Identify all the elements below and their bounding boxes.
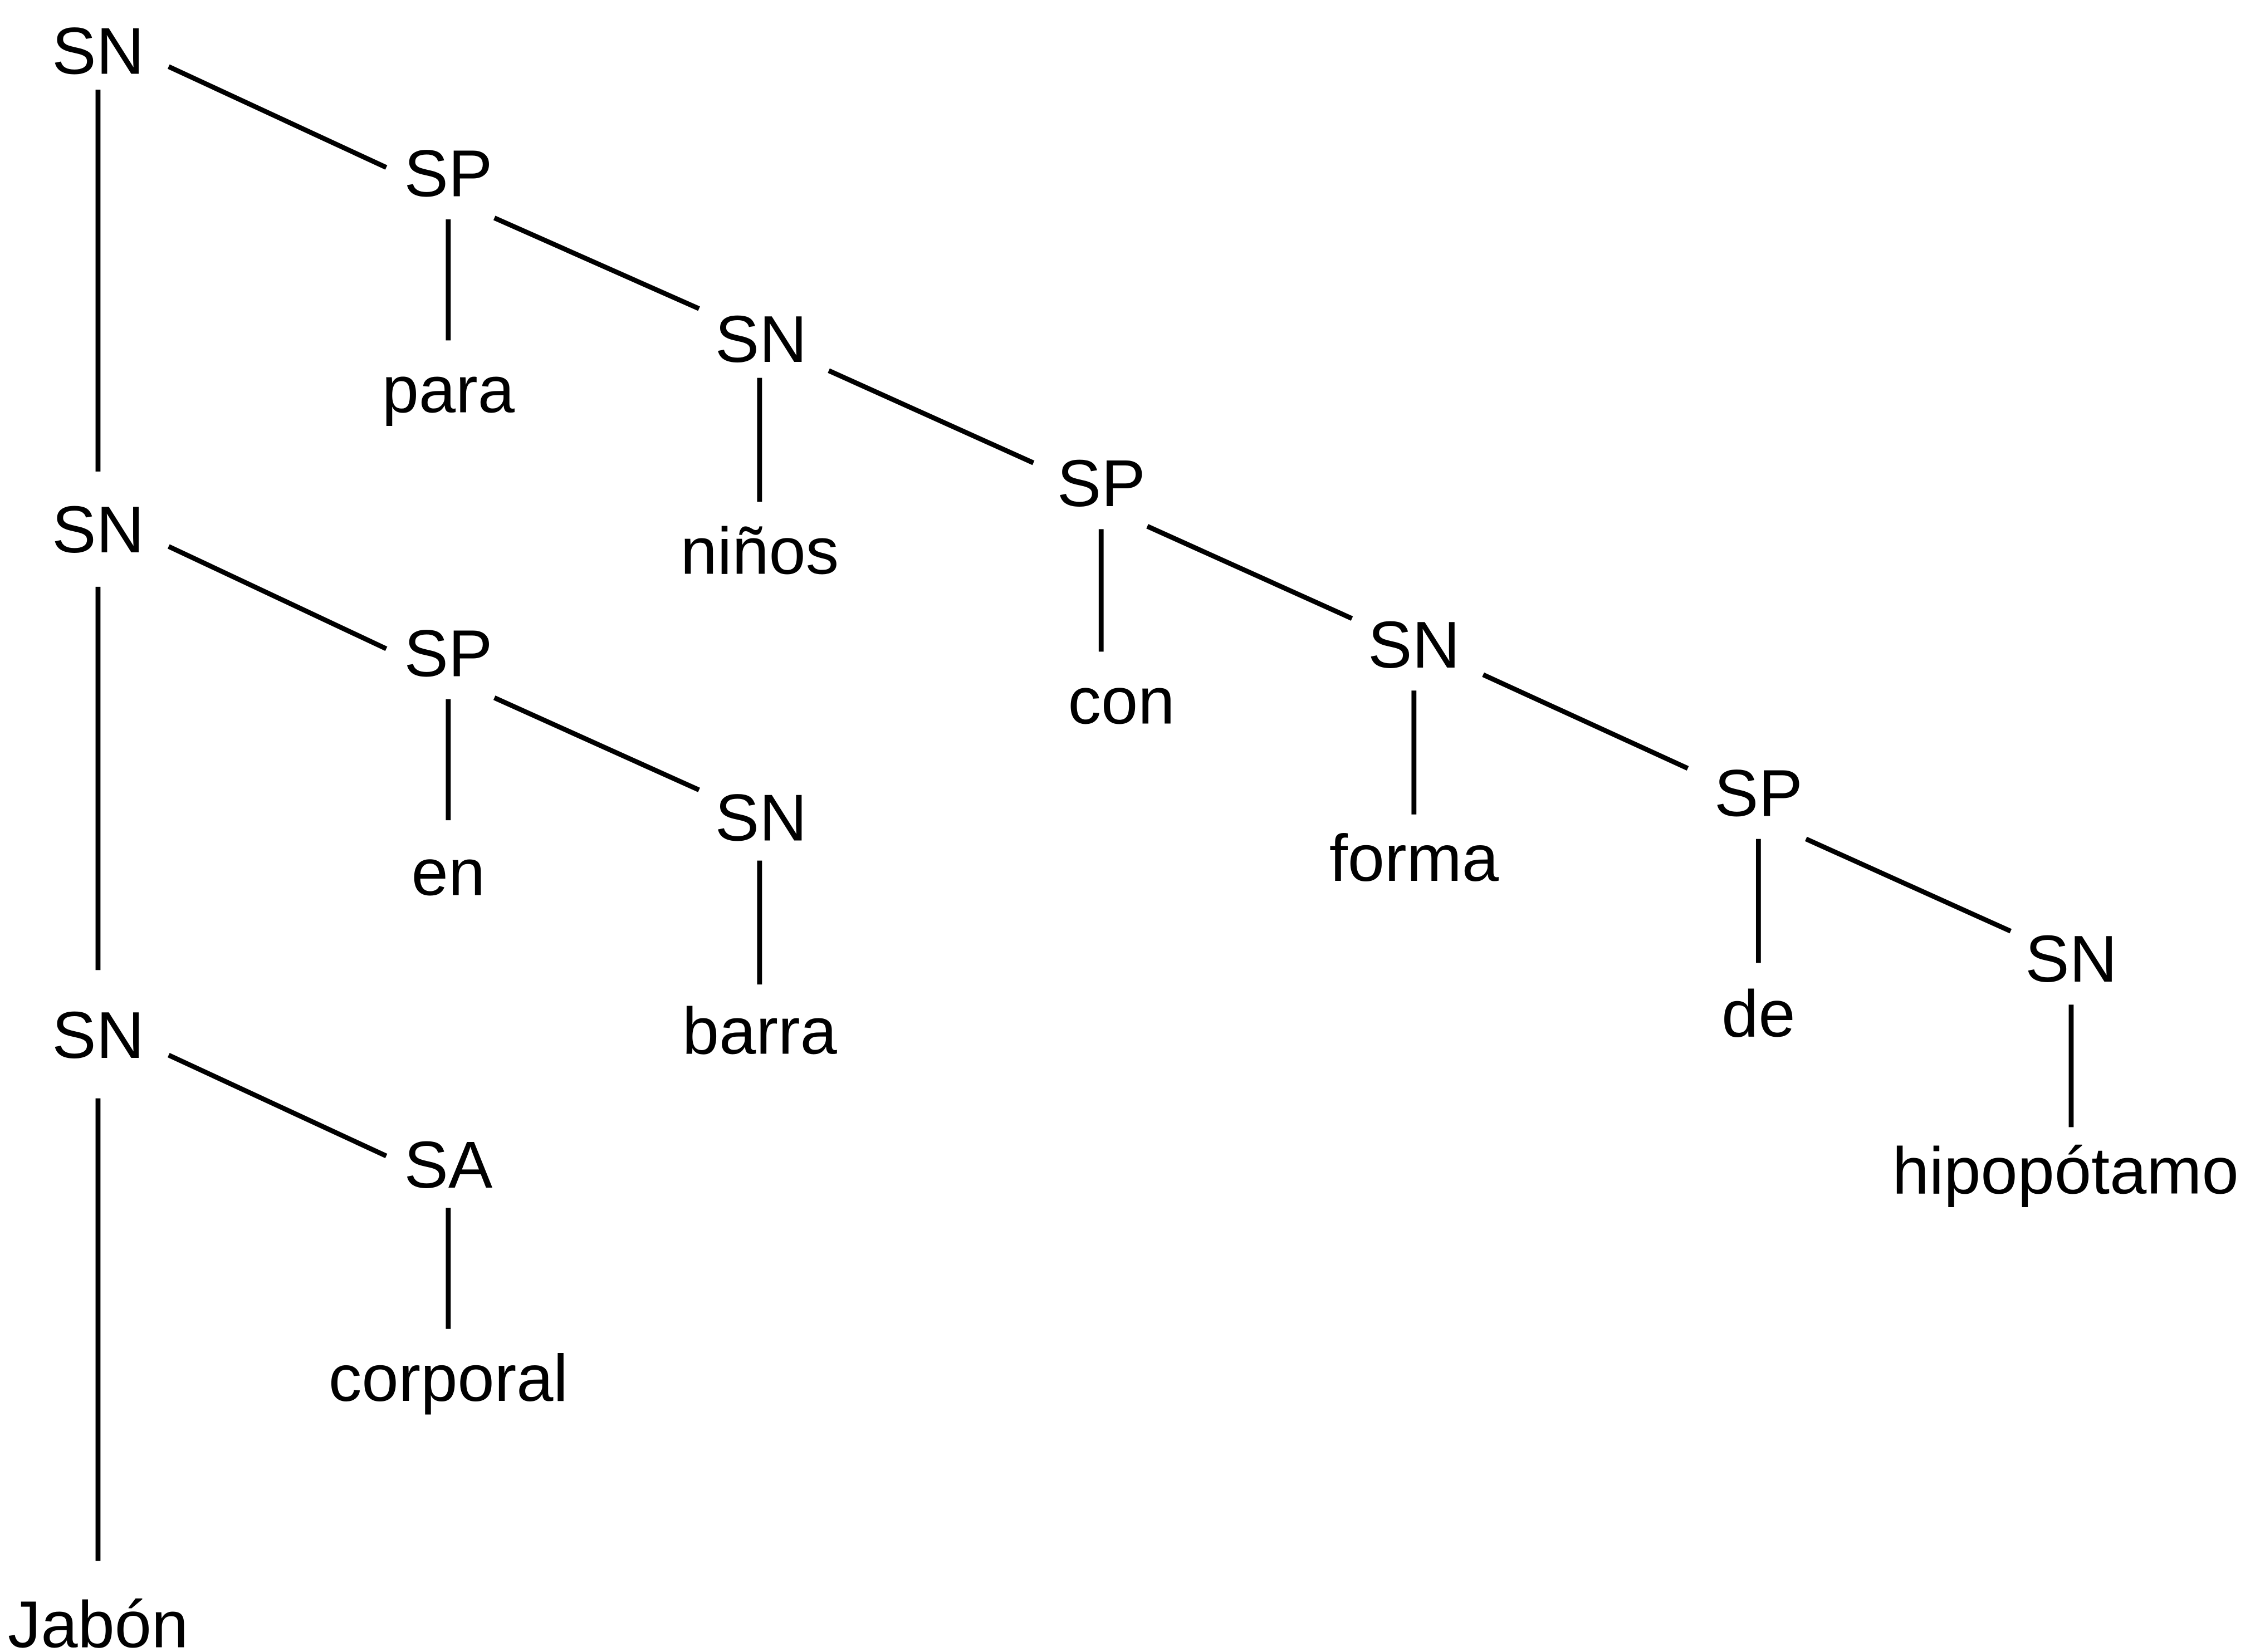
node-sp-con: SP [1057,447,1146,521]
edge [167,544,388,651]
node-sp-para: SP [404,137,492,211]
edge [1482,672,1689,771]
node-sp-de: SP [1714,756,1803,830]
edge [167,64,388,170]
leaf-jabon: Jabón [8,1588,188,1652]
tree-edges [95,64,2074,1561]
edge [493,215,700,311]
leaf-con: con [1068,664,1175,738]
node-sp-en: SP [404,616,492,690]
node-sn-low: SN [52,998,144,1072]
leaf-corporal: corporal [329,1341,568,1415]
edge [167,1053,388,1159]
leaf-barra: barra [682,994,838,1068]
node-sa: SA [404,1128,492,1202]
edge [1804,836,2012,934]
tree-nodes: SN SP para SN niños SP con SN forma SP d… [8,14,2239,1652]
leaf-forma: forma [1329,821,1499,895]
node-sn-mid: SN [52,493,144,567]
leaf-hipopotamo: hipopótamo [1892,1134,2239,1208]
node-sn-hipopotamo: SN [2025,922,2117,996]
node-sn-ninos: SN [715,302,807,376]
node-sn-forma: SN [1368,608,1460,682]
leaf-ninos: niños [681,514,839,589]
leaf-de: de [1721,977,1795,1051]
node-sn-root: SN [52,14,144,89]
node-sn-barra: SN [715,781,807,855]
leaf-en: en [412,836,485,910]
edge [1146,524,1353,621]
edge [828,368,1035,465]
leaf-para: para [382,353,515,427]
edge [493,695,700,792]
